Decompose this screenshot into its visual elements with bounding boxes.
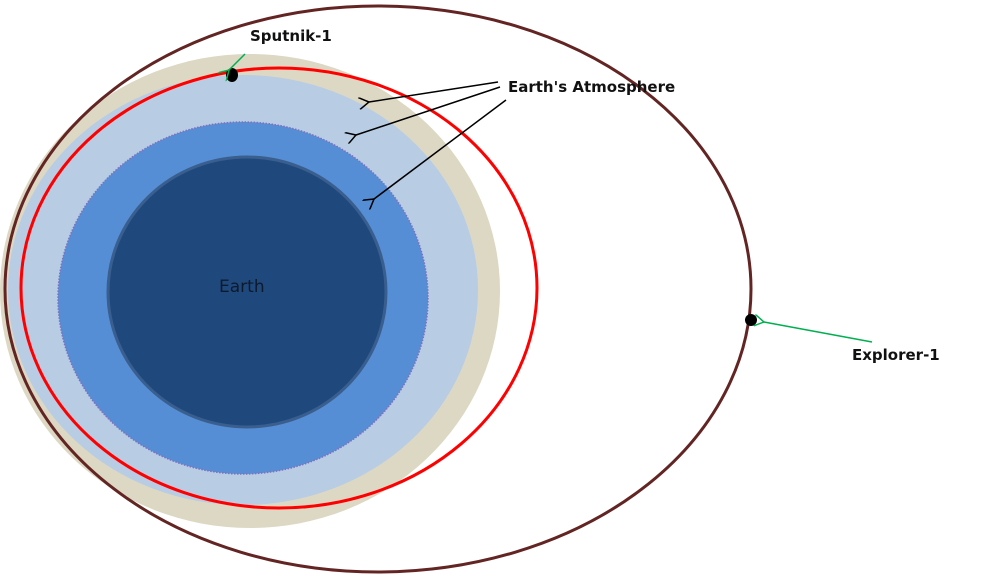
- sputnik-orbit: [19, 66, 539, 510]
- atmosphere-arrow-inner: [374, 99, 507, 199]
- sputnik-satellite: [226, 68, 238, 82]
- explorer-label: Explorer-1: [852, 346, 940, 364]
- explorer-pointer-arrow: [764, 322, 873, 343]
- explorer-satellite: [745, 314, 757, 326]
- atmosphere-arrow-outer: [369, 81, 499, 102]
- earth: [106, 155, 388, 429]
- explorer-orbit: [3, 4, 753, 574]
- earth-label: Earth: [219, 277, 265, 297]
- sputnik-pointer-arrow: [229, 53, 246, 70]
- atmosphere-arrow-middle: [356, 86, 501, 135]
- atmosphere-label: Earth's Atmosphere: [508, 78, 676, 96]
- sputnik-label: Sputnik-1: [250, 27, 332, 45]
